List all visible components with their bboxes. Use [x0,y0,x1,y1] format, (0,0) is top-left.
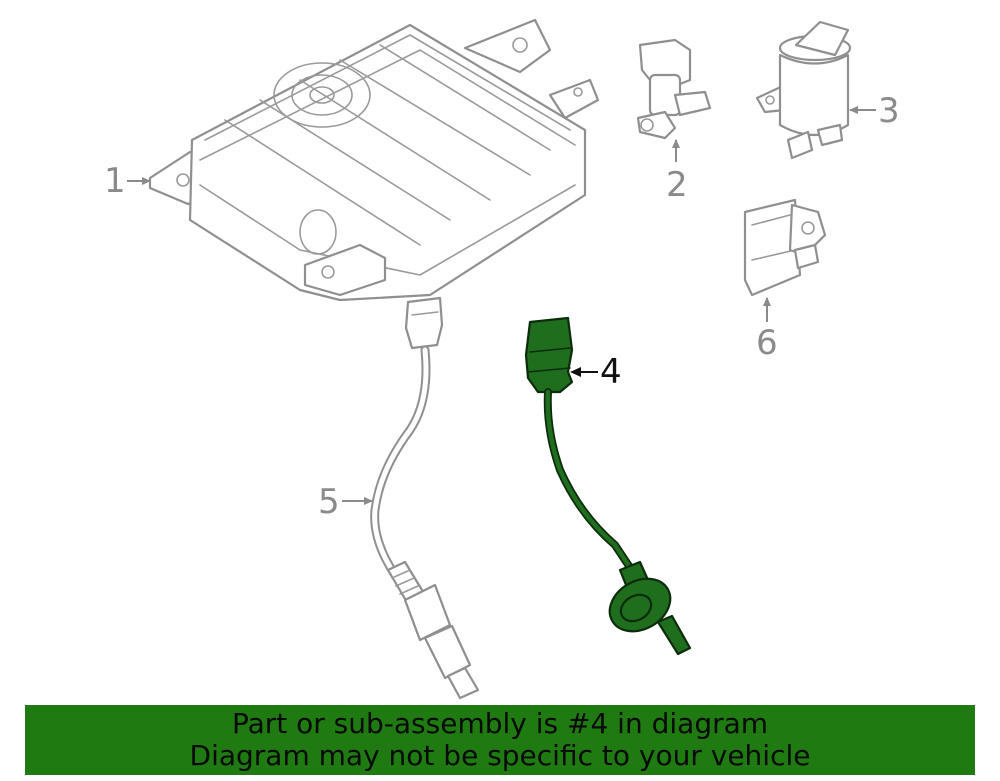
callout-5: 5 [318,482,340,522]
callout-1: 1 [104,161,126,201]
callout-4: 4 [600,352,622,392]
parts-diagram: 1 2 3 4 5 6 [104,18,900,700]
part-5-oxygen-sensor [370,296,480,700]
banner-line-2: Diagram may not be specific to your vehi… [189,739,811,772]
part-2-purge-valve [636,38,712,140]
callout-3: 3 [878,91,900,131]
callout-6: 6 [756,323,778,363]
banner-line-1: Part or sub-assembly is #4 in diagram [231,707,769,740]
callout-2: 2 [666,165,688,205]
part-1-canister [148,18,600,302]
part-4-oxygen-sensor-highlighted [524,316,692,656]
part-6-sensor [743,198,827,297]
part-3-valve [755,20,852,160]
info-banner: Part or sub-assembly is #4 in diagram Di… [25,705,975,775]
